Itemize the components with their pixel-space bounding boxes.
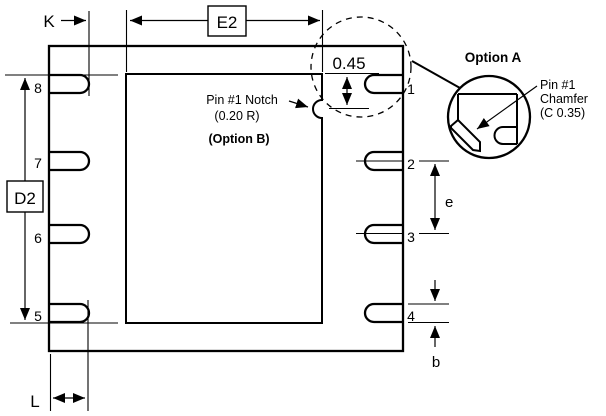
pin1-notch-note: Pin #1 Notch (0.20 R) (Option B) bbox=[206, 93, 309, 146]
package-body-outline bbox=[47, 44, 405, 353]
pin-4-number: 4 bbox=[407, 308, 415, 324]
pin-5-number: 5 bbox=[34, 308, 42, 324]
e-pitch-dimension: e bbox=[430, 164, 453, 230]
pin-2-pad bbox=[363, 150, 403, 172]
pin1-notch-note-line3: (Option B) bbox=[208, 132, 269, 146]
option-a-detail-circle bbox=[446, 74, 532, 160]
pin-3-pad bbox=[363, 223, 403, 245]
detail-leader-line bbox=[411, 60, 461, 89]
pin-3-number: 3 bbox=[407, 229, 415, 245]
option-a-title: Option A bbox=[465, 50, 522, 65]
pin1-notch-note-line2: (0.20 R) bbox=[214, 109, 259, 123]
pin-numbers: 8 7 6 5 1 2 3 4 bbox=[34, 80, 415, 324]
k-dimension: K bbox=[43, 12, 86, 31]
chamfer-leader-arrow bbox=[476, 85, 538, 130]
e2-label-box bbox=[207, 5, 247, 37]
detail-pin-1-pad bbox=[493, 126, 517, 145]
pin-6-pad bbox=[49, 223, 91, 245]
notch-offset-dimension: 0.45 bbox=[332, 54, 366, 105]
chamfer-note-line1: Pin #1 bbox=[540, 78, 575, 92]
e-dimension-label: e bbox=[445, 194, 453, 211]
pin1-notch-leader-arrow bbox=[288, 98, 309, 109]
chamfer-note-line3: (C 0.35) bbox=[540, 106, 585, 120]
detail-chamfer-facet bbox=[450, 118, 481, 153]
pin-4-pad bbox=[363, 302, 403, 324]
exposed-pad-outline-with-notch bbox=[125, 73, 323, 324]
l-dimension-label: L bbox=[30, 392, 39, 411]
l-dimension: L bbox=[30, 392, 85, 411]
pin-5-pad bbox=[49, 302, 91, 324]
b-dimension: b bbox=[430, 280, 440, 371]
pin-7-number: 7 bbox=[34, 155, 42, 171]
right-pins bbox=[363, 73, 403, 324]
d2-dimension-label: D2 bbox=[14, 189, 36, 208]
pin-7-pad bbox=[49, 150, 91, 172]
pin-6-number: 6 bbox=[34, 230, 42, 246]
option-a-detail: Option A Pin #1 Chamfer (C 0.35) bbox=[446, 50, 588, 160]
notch-offset-value: 0.45 bbox=[332, 54, 365, 73]
pin-1-pad bbox=[363, 73, 403, 95]
e2-dimension: E2 bbox=[130, 5, 320, 37]
pin1-dashed-detail-circle bbox=[310, 16, 412, 118]
pin1-notch-note-line1: Pin #1 Notch bbox=[206, 93, 278, 107]
chamfer-note-line2: Chamfer bbox=[540, 92, 588, 106]
pin-8-number: 8 bbox=[34, 80, 42, 96]
k-dimension-label: K bbox=[43, 12, 55, 31]
d2-label-box bbox=[6, 180, 44, 213]
pin-2-number: 2 bbox=[407, 156, 415, 172]
b-dimension-label: b bbox=[432, 354, 440, 371]
pin-1-number: 1 bbox=[407, 81, 415, 97]
pin-8-pad bbox=[49, 73, 91, 95]
left-pins bbox=[49, 73, 91, 324]
d2-dimension: D2 bbox=[6, 78, 44, 320]
e2-dimension-label: E2 bbox=[217, 13, 238, 32]
